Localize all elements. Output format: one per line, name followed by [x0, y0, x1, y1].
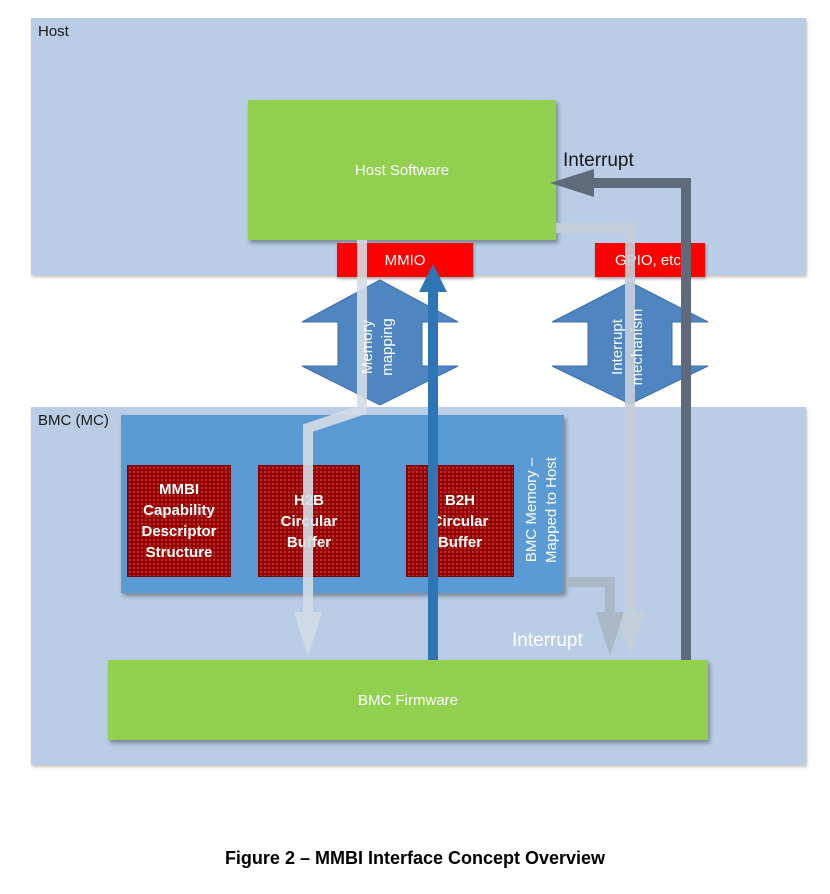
firmware-interrupt-arrow	[592, 178, 691, 660]
capability-descriptor-box: MMBI Capability Descriptor Structure	[127, 465, 231, 577]
bmc-label: BMC (MC)	[38, 412, 109, 429]
h2b-path-arrow	[303, 240, 367, 612]
mmio-label: MMIO	[384, 251, 426, 269]
figure-caption: Figure 2 – MMBI Interface Concept Overvi…	[224, 848, 606, 868]
bmc-firmware-label: BMC Firmware	[358, 691, 458, 709]
host-software-box: Host Software	[248, 100, 556, 240]
host-label: Host	[38, 23, 69, 40]
host-interrupt-path-arrow	[556, 223, 635, 612]
interrupt-mechanism-label: Interrupt mechanism	[609, 308, 646, 386]
memory-interrupt-path-arrow	[566, 577, 615, 612]
memory-mapping-label: Memory mapping	[359, 318, 396, 376]
b2h-buffer-box: B2H Circular Buffer	[406, 465, 514, 577]
capability-descriptor-text: MMBI Capability Descriptor Structure	[141, 481, 217, 561]
bmc-firmware-box: BMC Firmware	[108, 660, 708, 740]
interrupt-top-label: Interrupt	[563, 150, 634, 171]
interrupt-bottom-label: Interrupt	[512, 630, 583, 651]
b2h-buffer-text: B2H Circular Buffer	[431, 491, 489, 551]
host-software-label: Host Software	[354, 161, 450, 179]
